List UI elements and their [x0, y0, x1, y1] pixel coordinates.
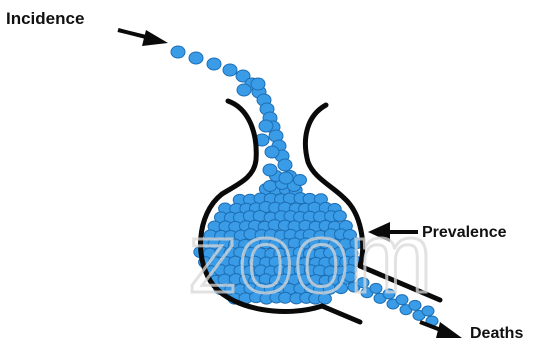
bubble: [263, 164, 277, 176]
prevalence-label: Prevalence: [422, 224, 507, 241]
bubble: [189, 52, 203, 64]
deaths-label: Deaths: [470, 325, 523, 342]
incidence-stream-bubbles: [171, 46, 293, 184]
bubble: [265, 146, 279, 158]
bubble: [251, 78, 265, 90]
bubble: [264, 181, 277, 192]
bubble: [207, 58, 221, 70]
bubble: [171, 46, 185, 58]
incidence-arrow-icon: [118, 30, 168, 46]
bubble: [278, 159, 292, 171]
bubble: [259, 120, 273, 132]
incidence-label: Incidence: [6, 9, 84, 28]
bubble: [294, 175, 307, 186]
deaths-arrow-icon: [420, 322, 462, 338]
bubble: [237, 84, 251, 96]
bubble: [223, 64, 237, 76]
zoom-watermark: zoom: [188, 202, 433, 314]
bubble: [279, 172, 293, 184]
